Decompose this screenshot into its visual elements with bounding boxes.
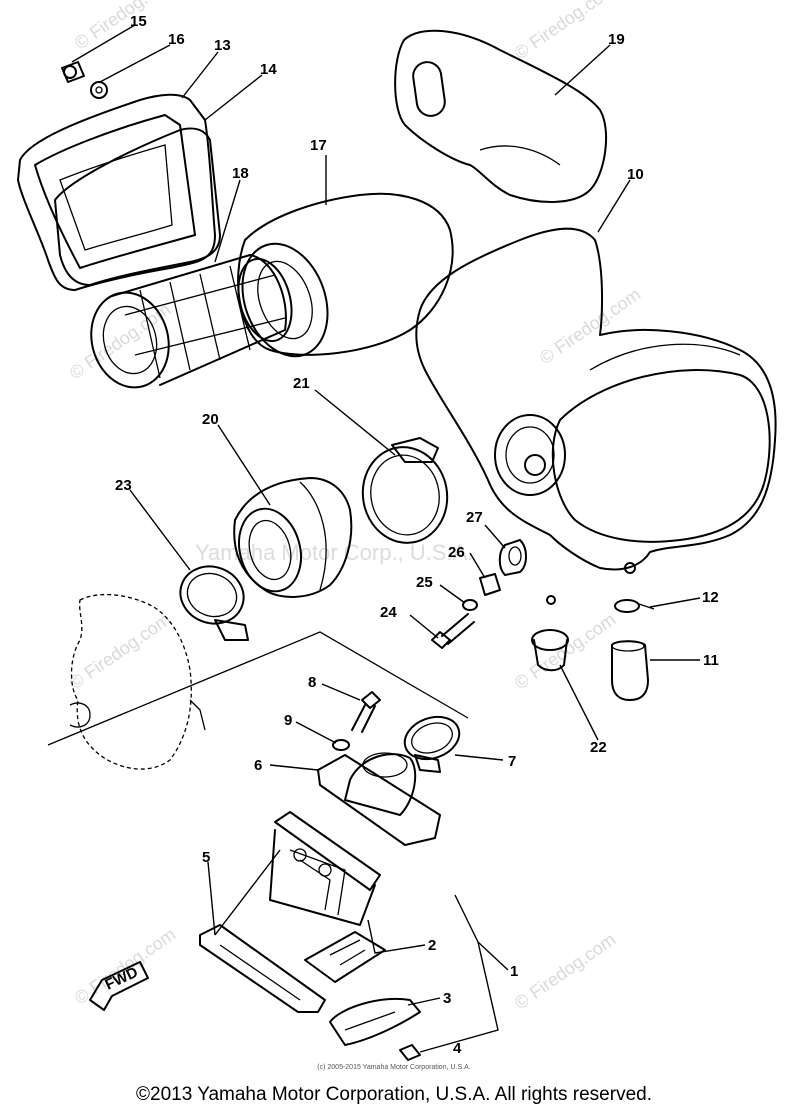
part-5-gasket (199, 924, 326, 1013)
part-4-screw (399, 1044, 421, 1061)
label-24: 24 (380, 604, 397, 621)
part-27-grommet (498, 539, 527, 576)
label-9: 9 (284, 712, 292, 729)
label-6: 6 (254, 757, 262, 774)
label-16: 16 (168, 31, 185, 48)
part-labels: 15 16 13 14 19 10 17 18 21 20 23 27 26 2… (115, 13, 719, 1057)
part-6-manifold (317, 752, 441, 846)
label-12: 12 (702, 589, 719, 606)
watermark: © Firedog.com (536, 284, 644, 368)
part-25-washer (462, 599, 478, 611)
label-11: 11 (703, 652, 719, 669)
part-2-reed (304, 931, 386, 983)
leader-lines (71, 24, 701, 1053)
part-15-screw (61, 61, 85, 83)
label-15: 15 (130, 13, 147, 30)
label-27: 27 (466, 509, 483, 526)
copyright-notice: ©2013 Yamaha Motor Corporation, U.S.A. A… (136, 1084, 652, 1105)
label-26: 26 (448, 544, 465, 561)
part-12-clip (614, 599, 655, 613)
label-10: 10 (627, 166, 644, 183)
watermark: © Firedog.com (511, 0, 619, 63)
part-16-washer (90, 81, 108, 99)
part-23-clamp (179, 565, 249, 641)
part-10-airbox (415, 227, 777, 574)
part-1-reed-valve (269, 811, 381, 926)
label-5: 5 (202, 849, 210, 866)
part-7-clamp (403, 715, 461, 773)
part-11-plug (611, 640, 649, 701)
label-22: 22 (590, 739, 607, 756)
part-9-washer (332, 739, 350, 751)
label-8: 8 (308, 674, 316, 691)
label-13: 13 (214, 37, 231, 54)
part-20-joint (233, 477, 353, 598)
label-7: 7 (508, 753, 516, 770)
label-1: 1 (510, 963, 518, 980)
watermark: © Firedog.com (71, 0, 179, 53)
part-13-14-cover-gasket (17, 93, 221, 291)
part-21-clamp (361, 437, 449, 544)
bracket-lines (47, 631, 469, 746)
label-18: 18 (232, 165, 249, 182)
part-17-filter (237, 192, 454, 358)
watermark: © Firedog.com (511, 929, 619, 1013)
part-26-collar (479, 573, 501, 596)
label-4: 4 (453, 1040, 462, 1057)
label-14: 14 (260, 61, 277, 78)
label-21: 21 (293, 375, 310, 392)
part-22-grommet (531, 595, 569, 672)
part-19-cover (394, 29, 607, 203)
part-18-filter-cage (90, 254, 293, 389)
label-2: 2 (428, 937, 436, 954)
label-17: 17 (310, 137, 327, 154)
carburetor-outline (69, 593, 206, 770)
part-24-bolt (431, 613, 475, 649)
label-23: 23 (115, 477, 132, 494)
label-20: 20 (202, 411, 219, 428)
part-3-stopper (329, 998, 421, 1046)
small-copyright: (c) 2005-2015 Yamaha Motor Corporation, … (317, 1064, 471, 1071)
watermark: © Firedog.com (71, 924, 179, 1008)
label-3: 3 (443, 990, 451, 1007)
label-19: 19 (608, 31, 625, 48)
watermark-group: © Firedog.com © Firedog.com © Firedog.co… (66, 0, 644, 1013)
part-8-screw (351, 691, 381, 733)
label-25: 25 (416, 574, 433, 591)
